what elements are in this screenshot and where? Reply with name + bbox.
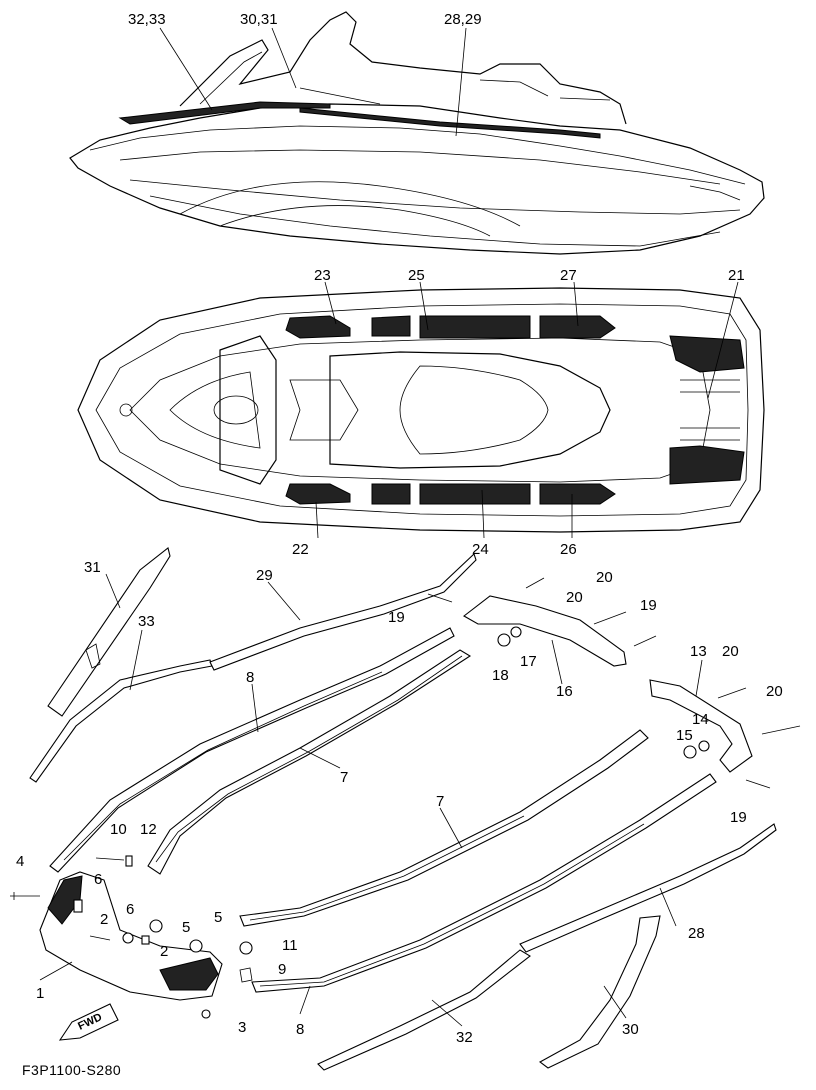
callout-20-c: 20 xyxy=(722,643,739,660)
callout-9: 9 xyxy=(278,961,286,978)
exploded-parts xyxy=(10,547,801,1071)
callout-18: 18 xyxy=(492,667,509,684)
callout-27: 27 xyxy=(560,267,577,284)
callout-1: 1 xyxy=(36,985,44,1002)
callout-25: 25 xyxy=(408,267,425,284)
callout-20-d: 20 xyxy=(766,683,783,700)
callout-19-c: 19 xyxy=(730,809,747,826)
callout-30-31: 30,31 xyxy=(240,11,278,28)
callout-13: 13 xyxy=(690,643,707,660)
callout-30: 30 xyxy=(622,1021,639,1038)
callout-5-a: 5 xyxy=(182,919,190,936)
fwd-arrow xyxy=(58,1003,119,1041)
callout-21: 21 xyxy=(728,267,745,284)
callout-32: 32 xyxy=(456,1029,473,1046)
part-7-lower xyxy=(239,729,649,927)
callout-20-a: 20 xyxy=(566,589,583,606)
callout-31: 31 xyxy=(84,559,101,576)
part-7-upper xyxy=(147,649,472,875)
callout-14: 14 xyxy=(692,711,709,728)
part-32 xyxy=(317,949,531,1071)
callout-2-a: 2 xyxy=(100,911,108,928)
callout-28-29: 28,29 xyxy=(444,11,482,28)
callout-22: 22 xyxy=(292,541,309,558)
callout-20-b: 20 xyxy=(596,569,613,586)
callout-10: 10 xyxy=(110,821,127,838)
watercraft-top-view xyxy=(77,287,765,533)
callout-29: 29 xyxy=(256,567,273,584)
callout-12: 12 xyxy=(140,821,157,838)
callout-26: 26 xyxy=(560,541,577,558)
callout-8-upper: 8 xyxy=(246,669,254,686)
callout-8-lower: 8 xyxy=(296,1021,304,1038)
part-28 xyxy=(519,823,777,953)
callout-33: 33 xyxy=(138,613,155,630)
callout-28: 28 xyxy=(688,925,705,942)
part-8-upper xyxy=(49,627,455,873)
callout-6-b: 6 xyxy=(126,901,134,918)
part-8-lower xyxy=(251,773,717,993)
callout-23: 23 xyxy=(314,267,331,284)
callout-17: 17 xyxy=(520,653,537,670)
fasteners xyxy=(10,577,801,1019)
callout-16: 16 xyxy=(556,683,573,700)
part-16 xyxy=(463,595,627,667)
callout-32-33: 32,33 xyxy=(128,11,166,28)
callout-6-a: 6 xyxy=(94,871,102,888)
callout-24: 24 xyxy=(472,541,489,558)
leader-lines xyxy=(39,27,739,1027)
callout-2-b: 2 xyxy=(160,943,168,960)
callout-19-b: 19 xyxy=(640,597,657,614)
diagram-code: F3P1100-S280 xyxy=(22,1062,122,1078)
callout-4: 4 xyxy=(16,853,24,870)
part-29 xyxy=(209,553,477,671)
watercraft-side-view xyxy=(69,11,765,255)
callout-15: 15 xyxy=(676,727,693,744)
callout-19-a: 19 xyxy=(388,609,405,626)
callout-7-upper: 7 xyxy=(340,769,348,786)
part-31 xyxy=(47,547,171,717)
callout-3: 3 xyxy=(238,1019,246,1036)
callout-labels: 32,33 30,31 28,29 23 25 27 21 22 24 26 3… xyxy=(16,11,783,1046)
part-30 xyxy=(538,915,661,1069)
callout-7-lower: 7 xyxy=(436,793,444,810)
callout-11: 11 xyxy=(282,937,298,954)
callout-5-b: 5 xyxy=(214,909,222,926)
part-13 xyxy=(649,679,753,773)
